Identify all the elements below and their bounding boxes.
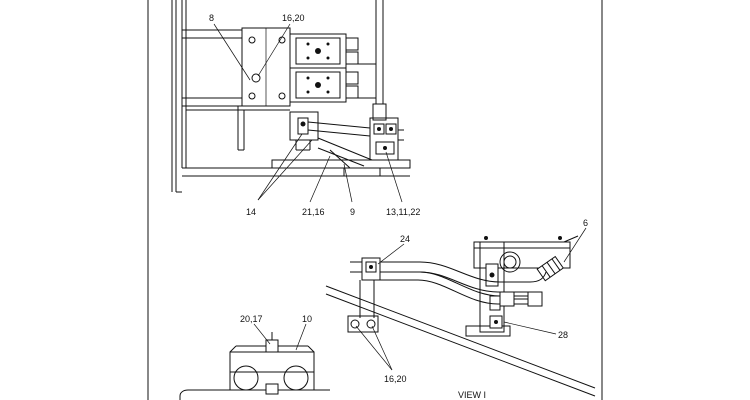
- callout-24: 24: [400, 234, 410, 244]
- callout-14: 14: [246, 207, 256, 217]
- lower-leader-lines: [253, 323, 307, 351]
- view-i-leader-lines: [355, 227, 587, 371]
- callout-20-17: 20,17: [240, 314, 263, 324]
- view-i-caption: VIEW I: [458, 390, 486, 400]
- upper-valve-assembly: [171, 0, 411, 193]
- callout-13-11-22: 13,11,22: [386, 207, 420, 217]
- lower-clamp-detail: [179, 332, 330, 400]
- view-i-assembly: [325, 235, 596, 397]
- upper-leader-lines: [213, 23, 403, 203]
- callout-16-20-lower: 16,20: [384, 374, 407, 384]
- callout-16-20-upper: 16,20: [282, 13, 305, 23]
- callout-10: 10: [302, 314, 312, 324]
- callout-9: 9: [350, 207, 355, 217]
- callout-28: 28: [558, 330, 568, 340]
- callout-21-16: 21,16: [302, 207, 325, 217]
- callout-6: 6: [583, 218, 588, 228]
- callout-8: 8: [209, 13, 214, 23]
